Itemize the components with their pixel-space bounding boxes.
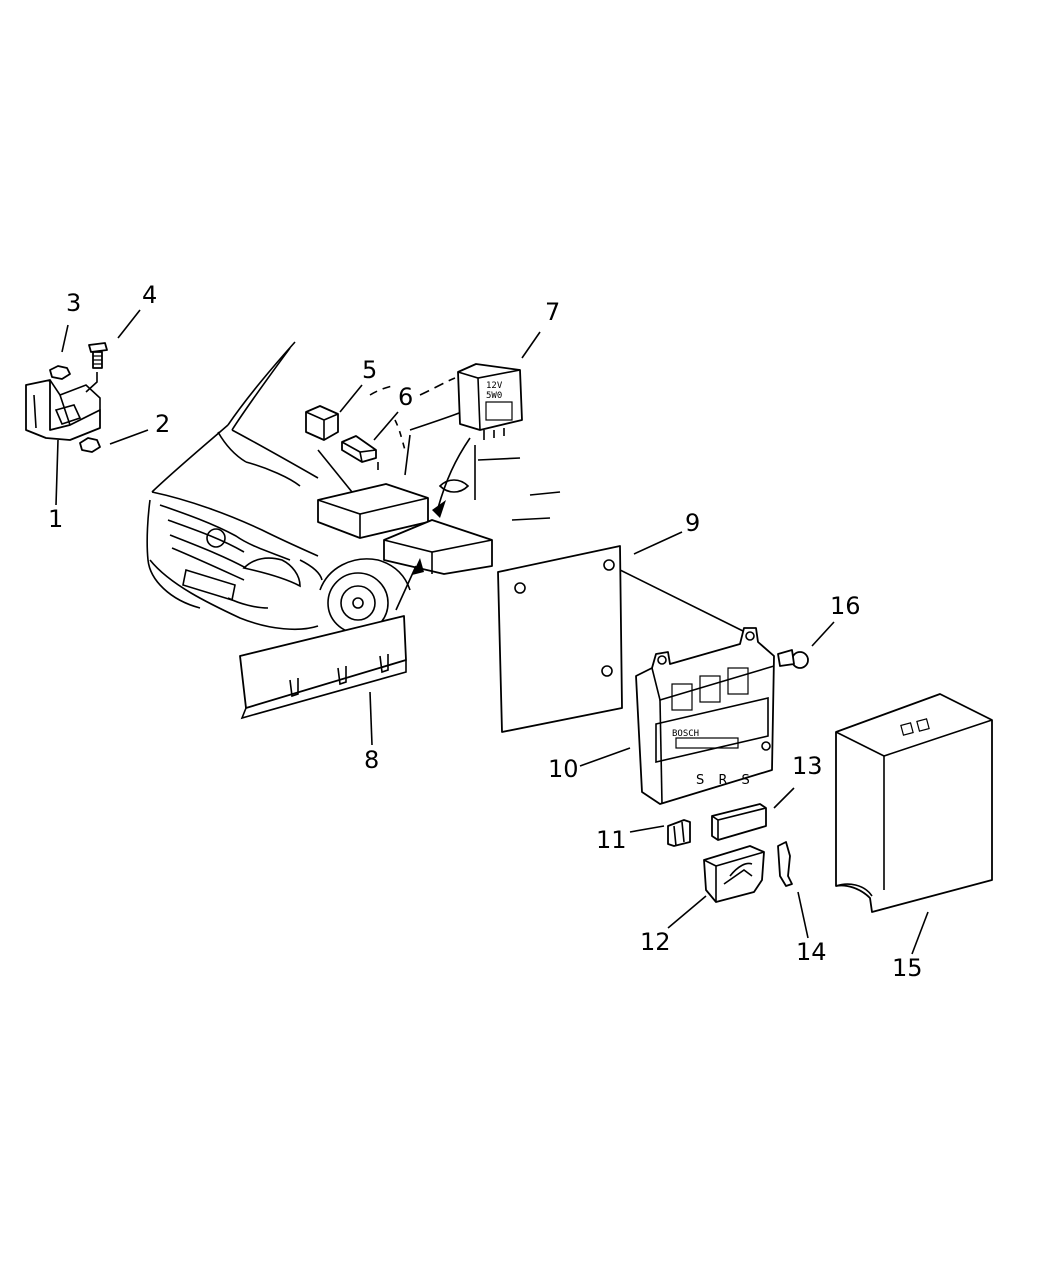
module-srs-text: S R S	[696, 773, 755, 788]
callout-4: 4	[142, 281, 157, 309]
nut-part-2	[79, 437, 101, 453]
relay-part-5	[305, 405, 339, 441]
relay-text-line2: 5W0	[486, 391, 502, 401]
connector-part-11	[667, 819, 691, 847]
vehicle-outline	[146, 341, 561, 634]
callout-3: 3	[66, 289, 81, 317]
callout-16: 16	[830, 592, 861, 620]
callout-6: 6	[398, 383, 413, 411]
callout-2: 2	[155, 410, 170, 438]
relay-text-line1: 12V	[486, 381, 503, 391]
bolt-part-16	[777, 649, 809, 669]
callout-13: 13	[792, 752, 823, 780]
module-brand-text: BOSCH	[672, 729, 699, 739]
module-cover-part-15	[835, 693, 993, 913]
assembly-arrows	[317, 437, 746, 633]
srs-module-part-10: BOSCH S R S	[635, 627, 775, 805]
bolt-part-4	[85, 342, 108, 393]
connector-housing-part-12	[703, 845, 765, 903]
latch-part-14	[777, 841, 793, 887]
callout-12: 12	[640, 928, 671, 956]
callout-10: 10	[548, 755, 579, 783]
callout-1: 1	[48, 505, 63, 533]
nut-part-3	[49, 365, 71, 380]
callout-9: 9	[685, 509, 700, 537]
callout-11: 11	[596, 826, 627, 854]
callout-5: 5	[362, 356, 377, 384]
callout-labels: 1 2 3 4 5 6 7 8 9 10 11 12 13 14 15 16	[48, 281, 923, 982]
cover-panel-part-8	[239, 615, 407, 720]
fuse-part-6	[341, 435, 377, 463]
bracket-part-1	[25, 379, 101, 441]
relay-part-7: 12V 5W0	[457, 363, 523, 440]
leader-lines	[55, 309, 929, 955]
callout-14: 14	[796, 938, 827, 966]
callout-7: 7	[545, 298, 560, 326]
callout-15: 15	[892, 954, 923, 982]
mounting-plate-part-9	[497, 545, 623, 733]
connector-part-13	[711, 803, 767, 841]
callout-8: 8	[364, 746, 379, 774]
